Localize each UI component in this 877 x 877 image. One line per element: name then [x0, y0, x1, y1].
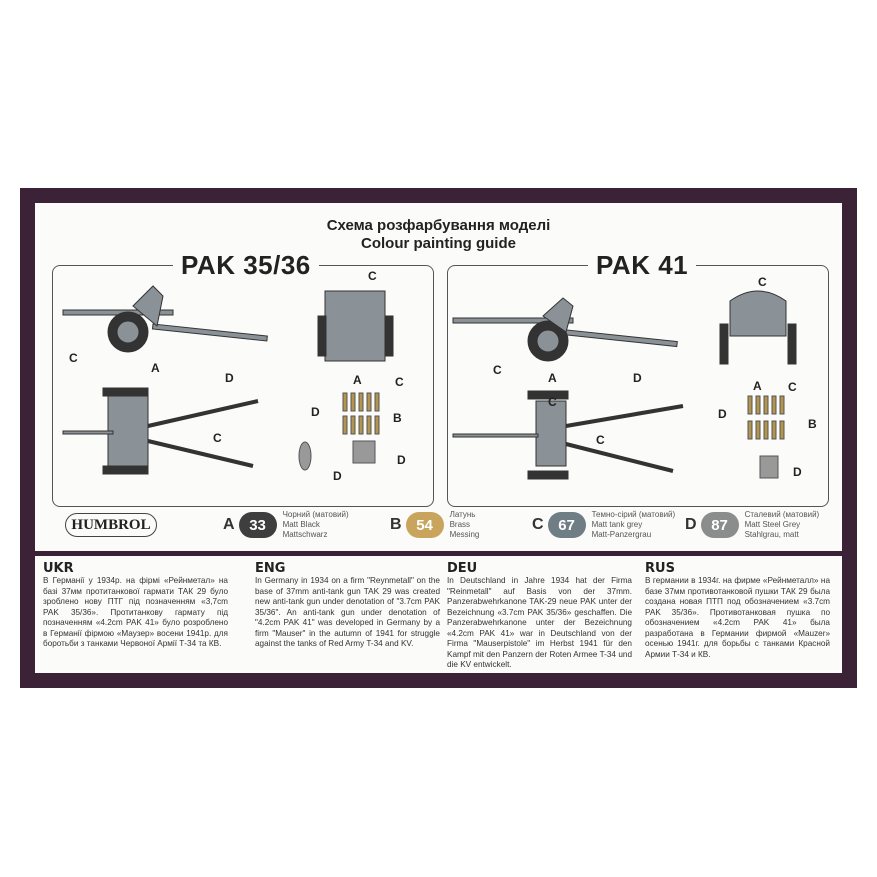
svg-text:C: C — [69, 351, 78, 365]
svg-text:D: D — [333, 469, 342, 483]
svg-text:C: C — [596, 433, 605, 447]
paint-name-ukr: Темно-сірий (матовий) — [591, 510, 676, 519]
front-view — [317, 290, 394, 362]
svg-text:C: C — [368, 269, 377, 283]
top-view — [62, 387, 259, 475]
svg-text:D: D — [311, 405, 320, 419]
svg-text:B: B — [808, 417, 817, 431]
paint-name-ukr: Чорний (матовий) — [282, 510, 349, 519]
svg-text:A: A — [753, 379, 762, 393]
lang-heading: DEU — [447, 561, 478, 576]
lang-body: In Deutschland in Jahre 1934 hat der Fir… — [447, 576, 632, 669]
lang-body: В Германії у 1934р. на фірмі «Рейнметал»… — [43, 576, 228, 648]
lang-heading: RUS — [645, 561, 675, 576]
svg-text:C: C — [758, 275, 767, 289]
paint-letter: A — [223, 516, 235, 533]
svg-text:A: A — [548, 371, 557, 385]
svg-text:D: D — [633, 371, 642, 385]
svg-text:B: B — [393, 411, 402, 425]
paint-chip: 33 — [238, 512, 277, 538]
side-view — [62, 285, 268, 353]
svg-text:C: C — [213, 431, 222, 445]
svg-text:D: D — [225, 371, 234, 385]
divider — [35, 551, 842, 556]
side-view — [452, 297, 678, 362]
ammo — [298, 392, 380, 471]
paint-chip: 67 — [547, 512, 586, 538]
svg-text:D: D — [397, 453, 406, 467]
paint-chip: 87 — [700, 512, 739, 538]
panel-title: PAK 41 — [588, 250, 697, 281]
paint-letter: D — [685, 516, 697, 533]
front-view — [719, 290, 797, 365]
lang-body: In Germany in 1934 on a firm "Reynmetall… — [255, 576, 440, 648]
paint-letter: C — [532, 516, 544, 533]
paint-c: C 67 Темно-сірий (матовий)Matt tank grey… — [532, 510, 675, 540]
paint-name-deu: Stahlgrau, matt — [744, 530, 799, 539]
lang-heading: ENG — [255, 561, 286, 576]
paint-letter: B — [390, 516, 402, 533]
paint-name-ukr: Сталевий (матовий) — [744, 510, 820, 519]
ammo — [747, 395, 785, 479]
paint-name-deu: Matt-Panzergrau — [591, 530, 652, 539]
svg-text:D: D — [793, 465, 802, 479]
svg-text:C: C — [493, 363, 502, 377]
panel-title: PAK 35/36 — [173, 250, 319, 281]
paint-name-deu: Messing — [449, 530, 480, 539]
paint-chip: 54 — [405, 512, 444, 538]
paint-name-eng: Matt Black — [282, 520, 320, 529]
svg-text:C: C — [548, 395, 557, 409]
painting-guide-card: Схема розфарбування моделі Colour painti… — [35, 203, 842, 673]
lang-heading: UKR — [43, 561, 74, 576]
title-ukr: Схема розфарбування моделі — [326, 217, 551, 234]
paint-name-eng: Brass — [449, 520, 471, 529]
paint-name-deu: Mattschwarz — [282, 530, 328, 539]
top-view — [452, 390, 684, 480]
svg-text:C: C — [395, 375, 404, 389]
panel-pak35: PAK 35/36 C A D C C A C D B D D — [52, 250, 434, 507]
svg-text:A: A — [151, 361, 160, 375]
title-eng: Colour painting guide — [361, 235, 516, 252]
lang-body: В германии в 1934г. на фирме «Рейнметалл… — [645, 576, 830, 659]
pak35-drawings: C A D C C A C D B D D — [62, 269, 406, 483]
paint-name-eng: Matt tank grey — [591, 520, 643, 529]
svg-text:A: A — [353, 373, 362, 387]
paint-name-ukr: Латунь — [449, 510, 476, 519]
paint-name-eng: Matt Steel Grey — [744, 520, 801, 529]
svg-text:D: D — [718, 407, 727, 421]
humbrol-logo: HUMBROL — [65, 513, 157, 537]
svg-text:C: C — [788, 380, 797, 394]
